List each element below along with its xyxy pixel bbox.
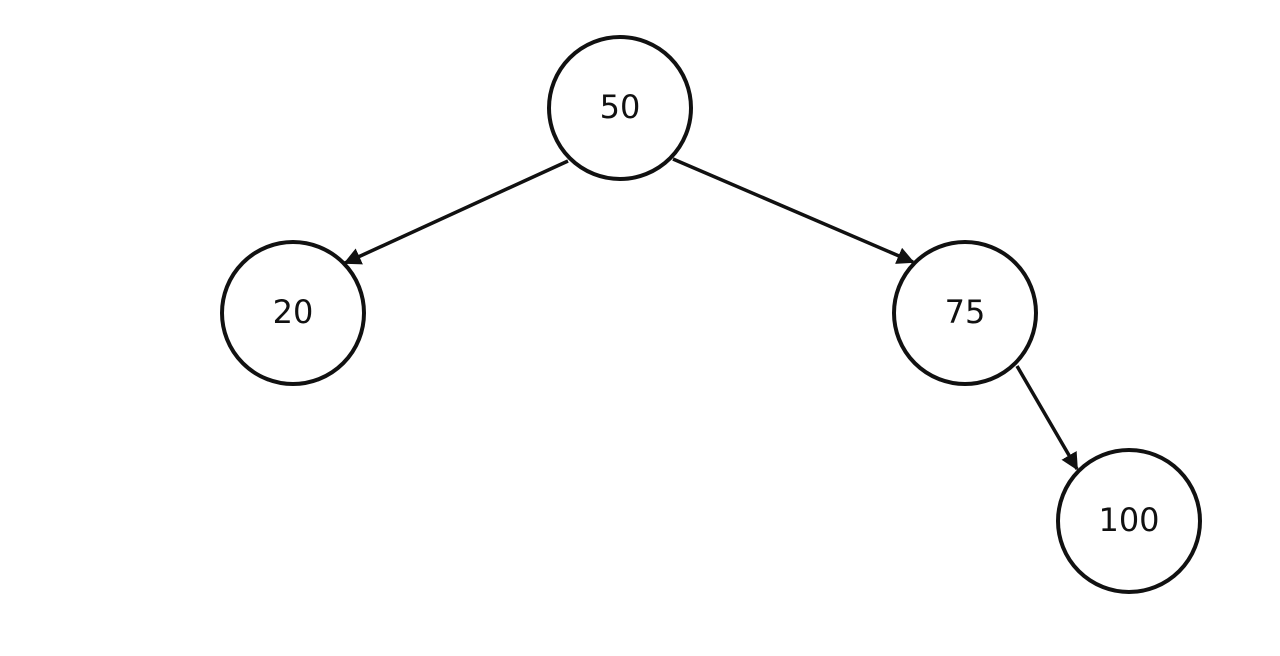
node-circle xyxy=(1056,448,1202,594)
node-label: 20 xyxy=(273,293,314,331)
node-circle xyxy=(220,240,366,386)
node-circle xyxy=(892,240,1038,386)
edge-75-to-100 xyxy=(1015,365,1079,471)
node-label: 75 xyxy=(945,293,986,331)
edge-50-to-75 xyxy=(672,157,915,264)
tree-node-100: 100 xyxy=(1056,448,1202,594)
node-label: 100 xyxy=(1098,501,1159,539)
edge-50-to-20 xyxy=(343,159,569,265)
edges-group xyxy=(343,157,1079,471)
node-circle xyxy=(547,35,693,181)
node-label: 50 xyxy=(600,88,641,126)
tree-node-50: 50 xyxy=(547,35,693,181)
tree-node-75: 75 xyxy=(892,240,1038,386)
tree-node-20: 20 xyxy=(220,240,366,386)
